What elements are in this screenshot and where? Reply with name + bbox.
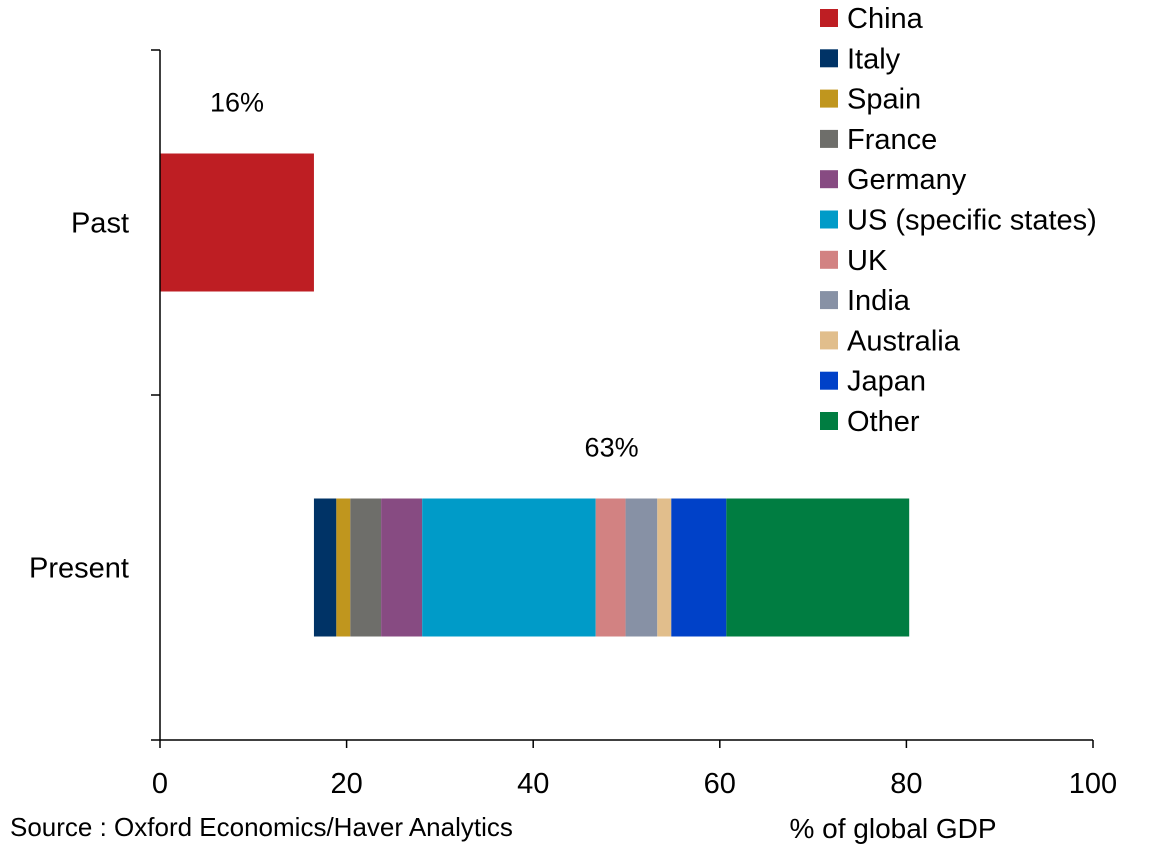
legend-swatch-spain [820, 89, 838, 108]
bar-present-other [726, 498, 910, 637]
legend-swatch-france [820, 129, 838, 148]
legend-label-australia: Australia [847, 325, 961, 357]
bars-layer [160, 153, 910, 637]
bar-present-india [625, 498, 658, 637]
bar-present-uk [595, 498, 626, 637]
x-tick-label-0: 0 [152, 768, 168, 800]
bar-present-france [350, 498, 382, 637]
legend-swatch-germany [820, 170, 838, 189]
bar-present-spain [336, 498, 351, 637]
legend-swatch-uk [820, 250, 838, 269]
x-axis-label: % of global GDP [790, 813, 997, 844]
legend-label-china: China [847, 3, 924, 35]
x-tick-label-40: 40 [517, 768, 549, 800]
x-tick-label-100: 100 [1069, 768, 1117, 800]
source-note: Source : Oxford Economics/Haver Analytic… [10, 812, 513, 842]
axes-layer: 0 20 40 60 80 100 % of global GDP [151, 49, 1117, 844]
legend-label-spain: Spain [847, 84, 921, 116]
legend-swatch-india [820, 291, 838, 310]
x-tick-label-20: 20 [330, 768, 362, 800]
bar-present-germany [381, 498, 423, 637]
bar-present-italy [313, 498, 337, 637]
legend-label-italy: Italy [847, 43, 901, 75]
x-tick-label-60: 60 [704, 768, 736, 800]
bar-past-china [160, 153, 314, 292]
legend-swatch-japan [820, 371, 838, 390]
category-label-present: Present [29, 553, 129, 585]
legend-swatch-us-specific-states [820, 210, 838, 229]
bar-total-label-present: 63% [585, 433, 639, 463]
legend-label-japan: Japan [847, 366, 926, 398]
labels-layer: Past 16% Present 63% [29, 88, 639, 585]
legend-swatch-australia [820, 331, 838, 350]
bar-present-us-specific-states [422, 498, 596, 637]
legend-label-uk: UK [847, 245, 888, 277]
bar-total-label-past: 16% [210, 88, 264, 118]
legend-label-other: Other [847, 406, 920, 438]
legend-swatch-china [820, 9, 838, 27]
category-label-past: Past [71, 208, 129, 240]
bar-present-japan [671, 498, 727, 637]
legend-label-india: India [847, 285, 911, 317]
legend-label-germany: Germany [847, 164, 967, 196]
legend-swatch-other [820, 412, 838, 430]
legend-label-france: France [847, 124, 937, 156]
x-tick-label-80: 80 [890, 768, 922, 800]
legend-swatch-italy [820, 49, 838, 68]
legend-label-us-specific-states: US (specific states) [847, 205, 1097, 237]
bar-present-australia [657, 498, 672, 637]
